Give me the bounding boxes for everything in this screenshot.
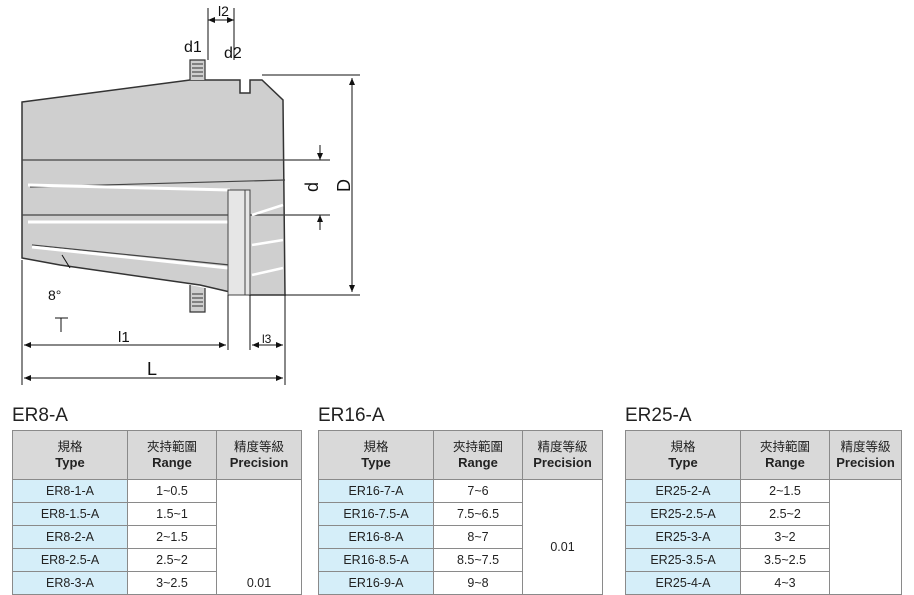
collet-technical-drawing: l2 d1 d2 d D 8° l1 l3 L (21, 3, 360, 385)
label-l1: l1 (118, 329, 130, 346)
precision-cell (829, 479, 902, 595)
label-l2: l2 (218, 3, 229, 19)
dimension-lines (21, 8, 360, 385)
label-d1: d1 (184, 39, 202, 56)
table-title: ER8-A (12, 405, 68, 426)
precision-cell: 0.01 (216, 479, 302, 595)
precision-cell: 0.01 (522, 479, 603, 595)
label-l3: l3 (262, 332, 272, 346)
label-d: d (302, 182, 322, 192)
dimension-labels: l2 d1 d2 d D 8° l1 l3 L (48, 3, 354, 379)
label-D: D (334, 179, 354, 192)
label-angle: 8° (48, 287, 61, 303)
table-title: ER16-A (318, 405, 385, 426)
table-title: ER25-A (625, 405, 692, 426)
collet-body (21, 59, 286, 313)
label-d2: d2 (224, 45, 242, 62)
label-L: L (147, 359, 157, 379)
